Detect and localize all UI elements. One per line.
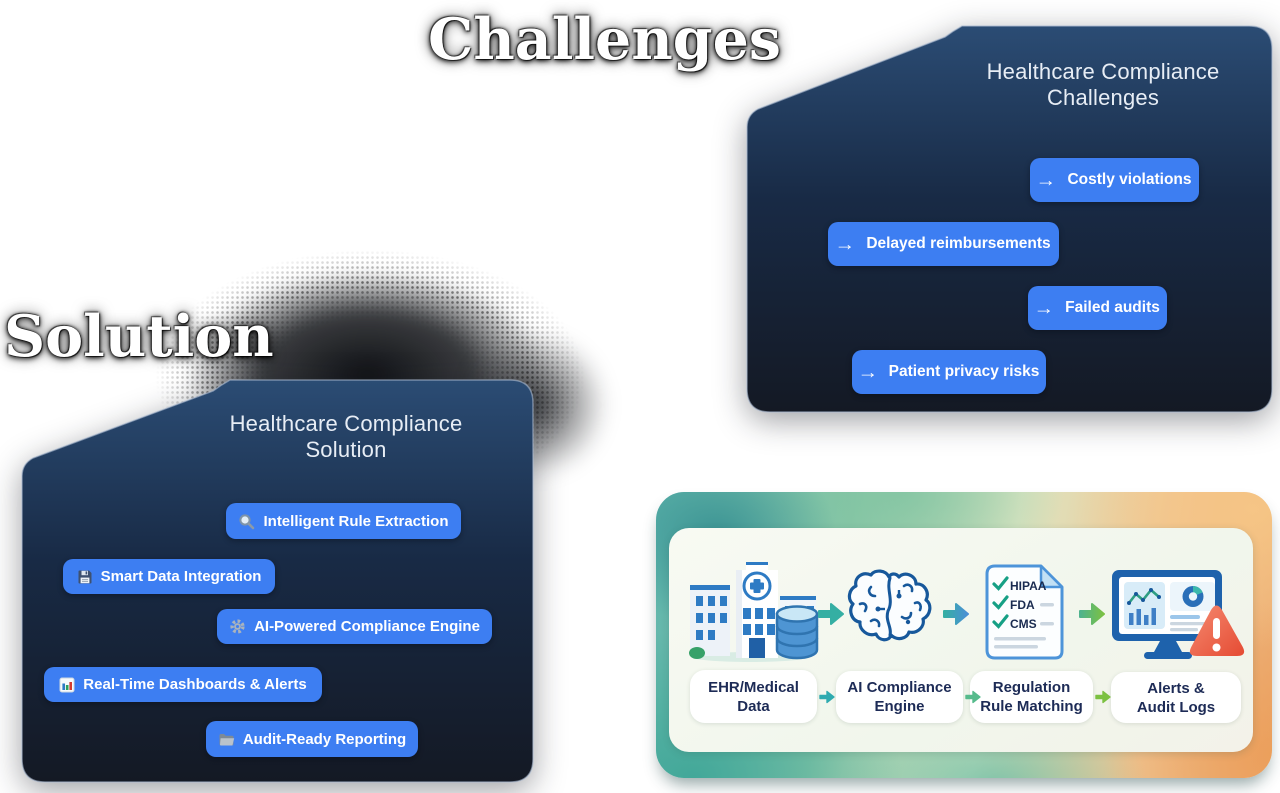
challenges-heading-line2: Challenges xyxy=(1046,85,1160,110)
checklist-item-cms: CMS xyxy=(1010,617,1037,631)
arrow-right-icon: → xyxy=(834,233,856,254)
bar-chart-icon xyxy=(59,677,75,692)
solution-button-audit-ready-reporting[interactable]: Audit-Ready Reporting xyxy=(206,721,418,757)
solution-title: Solution xyxy=(4,303,274,370)
arrow-right-icon: → xyxy=(857,361,878,382)
checklist-item-hipaa: HIPAA xyxy=(1010,579,1047,593)
solution-button-label: Audit-Ready Reporting xyxy=(242,730,407,748)
ai-brain-icon xyxy=(847,569,932,642)
magnifier-icon xyxy=(239,513,255,529)
solution-heading-line1: Healthcare Compliance xyxy=(229,411,463,436)
challenge-button-failed-audits[interactable]: → Failed audits xyxy=(1028,286,1167,330)
challenge-button-delayed-reimbursements[interactable]: → Delayed reimbursements xyxy=(828,222,1059,266)
flow-step-label: Alerts & xyxy=(1147,679,1205,697)
database-icon xyxy=(775,605,819,660)
flow-arrow-icon xyxy=(818,603,844,625)
flow-arrow-icon xyxy=(1079,603,1105,625)
pie-chart-icon xyxy=(1182,586,1204,607)
challenge-button-label: Failed audits xyxy=(1065,299,1160,316)
flow-step-ai-compliance-engine: AI Compliance Engine xyxy=(836,671,963,723)
arrow-right-icon: → xyxy=(1036,169,1057,190)
flow-step-alerts-audit-logs: Alerts & Audit Logs xyxy=(1111,672,1241,723)
flow-step-label: Rule Matching xyxy=(980,698,1083,715)
flow-step-arrow-icon xyxy=(1095,690,1111,704)
solution-button-label: Real-Time Dashboards & Alerts xyxy=(83,676,307,693)
challenge-button-label: Delayed reimbursements xyxy=(866,235,1051,252)
flow-step-label: Regulation xyxy=(992,679,1071,696)
flow-step-label: Audit Logs xyxy=(1136,698,1216,716)
gear-icon xyxy=(230,619,245,634)
solution-button-smart-data-integration[interactable]: Smart Data Integration xyxy=(63,559,275,594)
dashboard-monitor-icon xyxy=(1112,570,1245,659)
flow-step-label: Data xyxy=(737,697,770,715)
hospital-building-icon xyxy=(689,562,819,662)
checklist-item-fda: FDA xyxy=(1010,598,1035,612)
solution-heading-line2: Solution xyxy=(305,437,387,462)
challenges-heading-line1: Healthcare Compliance xyxy=(986,59,1220,84)
solution-button-label: AI-Powered Compliance Engine xyxy=(254,618,480,635)
arrow-right-icon: → xyxy=(1033,297,1055,318)
challenge-button-patient-privacy-risks[interactable]: → Patient privacy risks xyxy=(852,350,1046,394)
flow-step-arrow-icon xyxy=(965,690,981,704)
challenges-title: Challenges xyxy=(428,6,781,73)
solution-card-heading: Healthcare Compliance Solution xyxy=(196,411,496,463)
folder-icon xyxy=(219,733,235,745)
flow-step-regulation-rule-matching: Regulation Rule Matching xyxy=(970,671,1093,723)
regulation-document-icon: HIPAA FDA CMS xyxy=(985,564,1064,660)
flow-step-label: EHR/Medical xyxy=(708,678,799,696)
solution-button-intelligent-rule-extraction[interactable]: Intelligent Rule Extraction xyxy=(226,503,461,539)
flow-step-arrow-icon xyxy=(819,690,835,704)
challenges-card-heading: Healthcare Compliance Challenges xyxy=(953,59,1253,111)
solution-button-real-time-dashboards-alerts[interactable]: Real-Time Dashboards & Alerts xyxy=(44,667,322,702)
floppy-disk-icon xyxy=(78,570,92,583)
alert-triangle-icon xyxy=(1189,605,1245,656)
solution-button-label: Intelligent Rule Extraction xyxy=(263,512,449,530)
challenge-button-label: Costly violations xyxy=(1067,171,1192,188)
challenge-button-costly-violations[interactable]: → Costly violations xyxy=(1030,158,1199,202)
flow-step-ehr-medical-data: EHR/Medical Data xyxy=(690,670,817,723)
flow-arrow-icon xyxy=(943,603,969,625)
solution-button-ai-powered-compliance-engine[interactable]: AI-Powered Compliance Engine xyxy=(217,609,492,644)
solution-button-label: Smart Data Integration xyxy=(100,568,262,585)
flow-step-label: Engine xyxy=(874,698,925,715)
challenge-button-label: Patient privacy risks xyxy=(888,363,1040,380)
flow-step-label: AI Compliance xyxy=(847,679,952,696)
